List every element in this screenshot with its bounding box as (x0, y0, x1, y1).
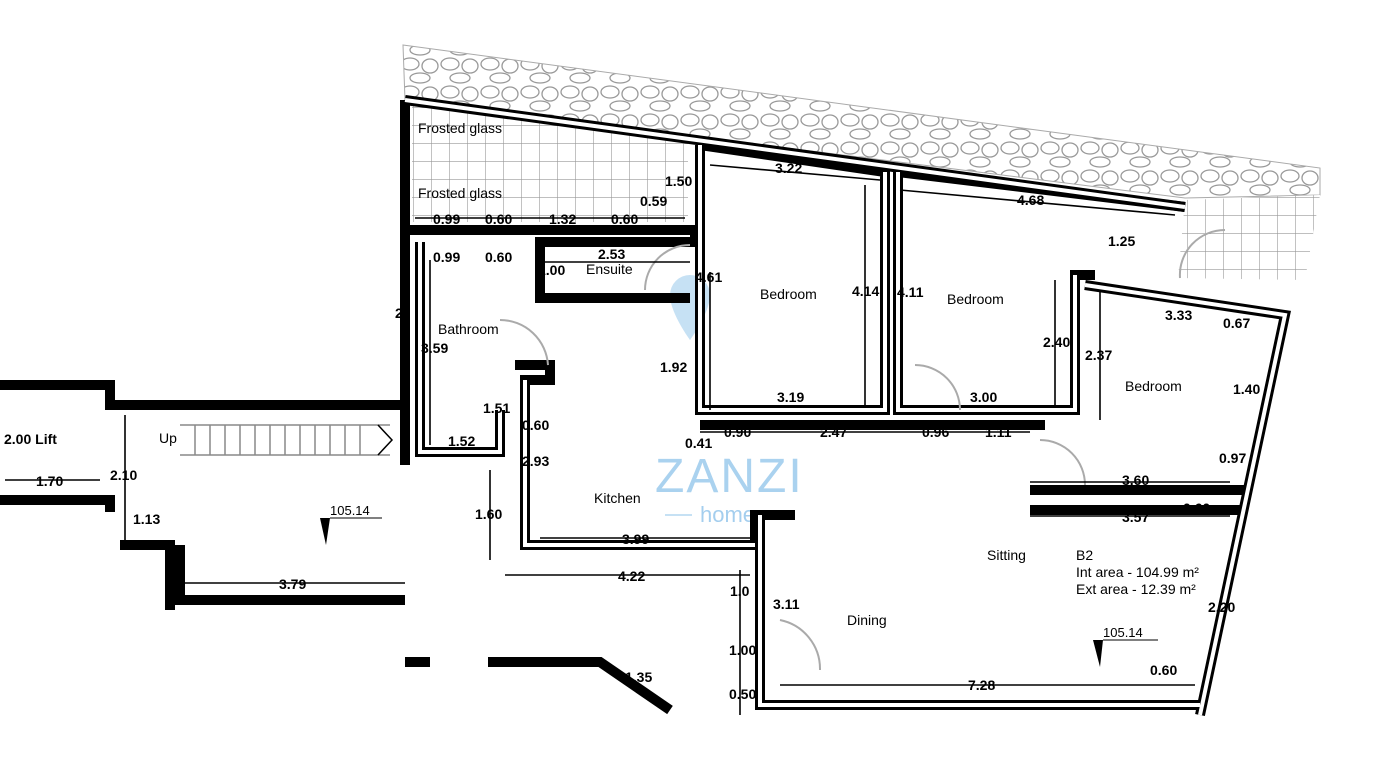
svg-text:0.90: 0.90 (724, 424, 751, 440)
svg-text:0.41: 0.41 (685, 435, 712, 451)
svg-text:0.60: 0.60 (485, 249, 512, 265)
room-label-sitting: Sitting (987, 547, 1026, 563)
svg-text:1.11: 1.11 (985, 424, 1012, 440)
svg-text:3.00: 3.00 (970, 389, 997, 405)
svg-text:1.13: 1.13 (133, 511, 160, 527)
svg-text:3.60: 3.60 (1122, 472, 1149, 488)
terrace-right (1178, 195, 1320, 280)
room-label-frosted-glass: Frosted glass (418, 120, 502, 136)
svg-text:0.96: 0.96 (922, 424, 949, 440)
svg-text:1.50: 1.50 (665, 173, 692, 189)
svg-text:1.25: 1.25 (1108, 233, 1135, 249)
svg-text:0.60: 0.60 (611, 211, 638, 227)
svg-text:0.60: 0.60 (1183, 500, 1210, 516)
stone-wall-hatch (402, 44, 1321, 199)
svg-text:3.19: 3.19 (777, 389, 804, 405)
svg-text:2.37: 2.37 (1085, 347, 1112, 363)
svg-text:3.33: 3.33 (1165, 307, 1192, 323)
svg-text:ZANZI: ZANZI (655, 450, 804, 503)
svg-text:1.00: 1.00 (538, 262, 565, 278)
stairs-up-label: Up (159, 430, 177, 446)
svg-text:4.11: 4.11 (897, 284, 924, 300)
level-marker: 105.14 (320, 503, 382, 545)
door-swings (499, 228, 1226, 671)
svg-text:4.61: 4.61 (695, 269, 722, 285)
svg-text:3.22: 3.22 (775, 160, 802, 176)
svg-text:3.11: 3.11 (773, 596, 800, 612)
svg-text:105.14: 105.14 (330, 503, 370, 518)
svg-text:0.60: 0.60 (522, 417, 549, 433)
svg-text:0.50: 0.50 (729, 686, 756, 702)
room-label-bathroom: Bathroom (438, 321, 499, 337)
svg-text:3.79: 3.79 (279, 576, 306, 592)
svg-text:4.22: 4.22 (618, 568, 645, 584)
svg-text:0.60: 0.60 (485, 211, 512, 227)
svg-text:2.40: 2.40 (1043, 334, 1070, 350)
svg-text:0.99: 0.99 (433, 211, 460, 227)
svg-text:0.60: 0.60 (1150, 662, 1177, 678)
internal-area: Int area - 104.99 m² (1076, 564, 1199, 580)
svg-text:2: 2 (395, 305, 403, 321)
svg-text:2.20: 2.20 (1208, 599, 1235, 615)
svg-text:3.57: 3.57 (1122, 509, 1149, 525)
external-area: Ext area - 12.39 m² (1076, 581, 1196, 597)
svg-text:1.40: 1.40 (1233, 381, 1260, 397)
level-marker: 105.14 (1093, 625, 1158, 667)
unit-name: B2 (1076, 547, 1093, 563)
svg-text:2.47: 2.47 (820, 424, 847, 440)
svg-text:1.32: 1.32 (549, 211, 576, 227)
room-label-lift: 2.00 Lift (4, 431, 57, 447)
svg-text:1.35: 1.35 (625, 669, 652, 685)
svg-text:2.10: 2.10 (110, 467, 137, 483)
svg-text:7.28: 7.28 (968, 677, 995, 693)
svg-text:105.14: 105.14 (1103, 625, 1143, 640)
room-label-bedroom: Bedroom (947, 291, 1004, 307)
svg-text:4.14: 4.14 (852, 283, 879, 299)
svg-text:1.51: 1.51 (483, 400, 510, 416)
room-label-bedroom: Bedroom (1125, 378, 1182, 394)
svg-text:2.53: 2.53 (598, 246, 625, 262)
room-label-bedroom: Bedroom (760, 286, 817, 302)
dimension-lines (5, 164, 1230, 715)
svg-text:0.99: 0.99 (433, 249, 460, 265)
svg-text:1.00: 1.00 (729, 642, 756, 658)
walls (0, 95, 1291, 717)
room-label-dining: Dining (847, 612, 887, 628)
svg-text:0.67: 0.67 (1223, 315, 1250, 331)
room-label-frosted-glass: Frosted glass (418, 185, 502, 201)
svg-text:3.59: 3.59 (421, 340, 448, 356)
svg-text:1.92: 1.92 (660, 359, 687, 375)
svg-text:1.52: 1.52 (448, 433, 475, 449)
staircase (180, 424, 394, 456)
svg-text:3.99: 3.99 (622, 531, 649, 547)
svg-text:1.0: 1.0 (730, 583, 750, 599)
dimension-labels: 0.99 0.60 1.32 0.60 1.50 0.59 3.22 4.68 … (36, 160, 1260, 702)
svg-text:1.70: 1.70 (36, 473, 63, 489)
svg-text:0.97: 0.97 (1219, 450, 1246, 466)
room-label-kitchen: Kitchen (594, 490, 641, 506)
svg-text:1.60: 1.60 (475, 506, 502, 522)
room-label-ensuite: Ensuite (586, 261, 633, 277)
svg-text:4.68: 4.68 (1017, 192, 1044, 208)
svg-text:0.59: 0.59 (640, 193, 667, 209)
svg-text:2.93: 2.93 (522, 453, 549, 469)
